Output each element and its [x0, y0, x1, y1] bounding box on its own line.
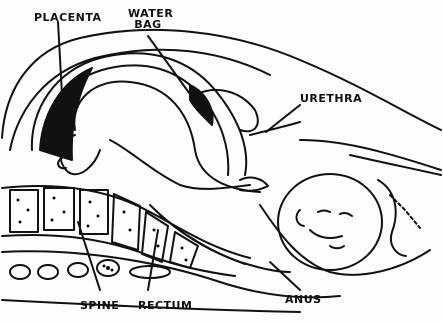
fat-cell: [10, 265, 30, 279]
fat-cell: [38, 265, 58, 279]
vertebra: [10, 190, 38, 232]
spine-label: SPINE: [80, 300, 119, 311]
water-bag-label: WATER BAG: [128, 8, 168, 30]
baby-head: [278, 174, 382, 270]
fat-cell: [68, 263, 88, 277]
baby-hand: [240, 178, 268, 191]
vertebra: [112, 194, 140, 250]
mother-thigh: [300, 140, 441, 170]
urethra-pointer: [266, 105, 300, 132]
perineum: [260, 205, 430, 275]
baby-body: [74, 82, 260, 192]
vertebra: [170, 232, 198, 268]
baby-mouth: [330, 246, 344, 248]
baby-eye-left: [318, 211, 330, 213]
placenta-pointer: [58, 22, 62, 95]
anus-label: ANUS: [285, 294, 322, 305]
anus-pointer: [270, 262, 300, 290]
urethra-label: URETHRA: [300, 93, 362, 104]
vertebra: [80, 190, 108, 234]
placenta-label: PLACENTA: [34, 12, 102, 23]
baby-eye-right: [340, 213, 352, 216]
baby-ear: [297, 210, 304, 226]
water-bag-pointer: [148, 36, 200, 108]
baby-face: [310, 230, 342, 238]
rectum-label: RECTUM: [138, 300, 192, 311]
water-bag-label-line2: BAG: [128, 19, 168, 30]
vertebra: [44, 188, 74, 230]
